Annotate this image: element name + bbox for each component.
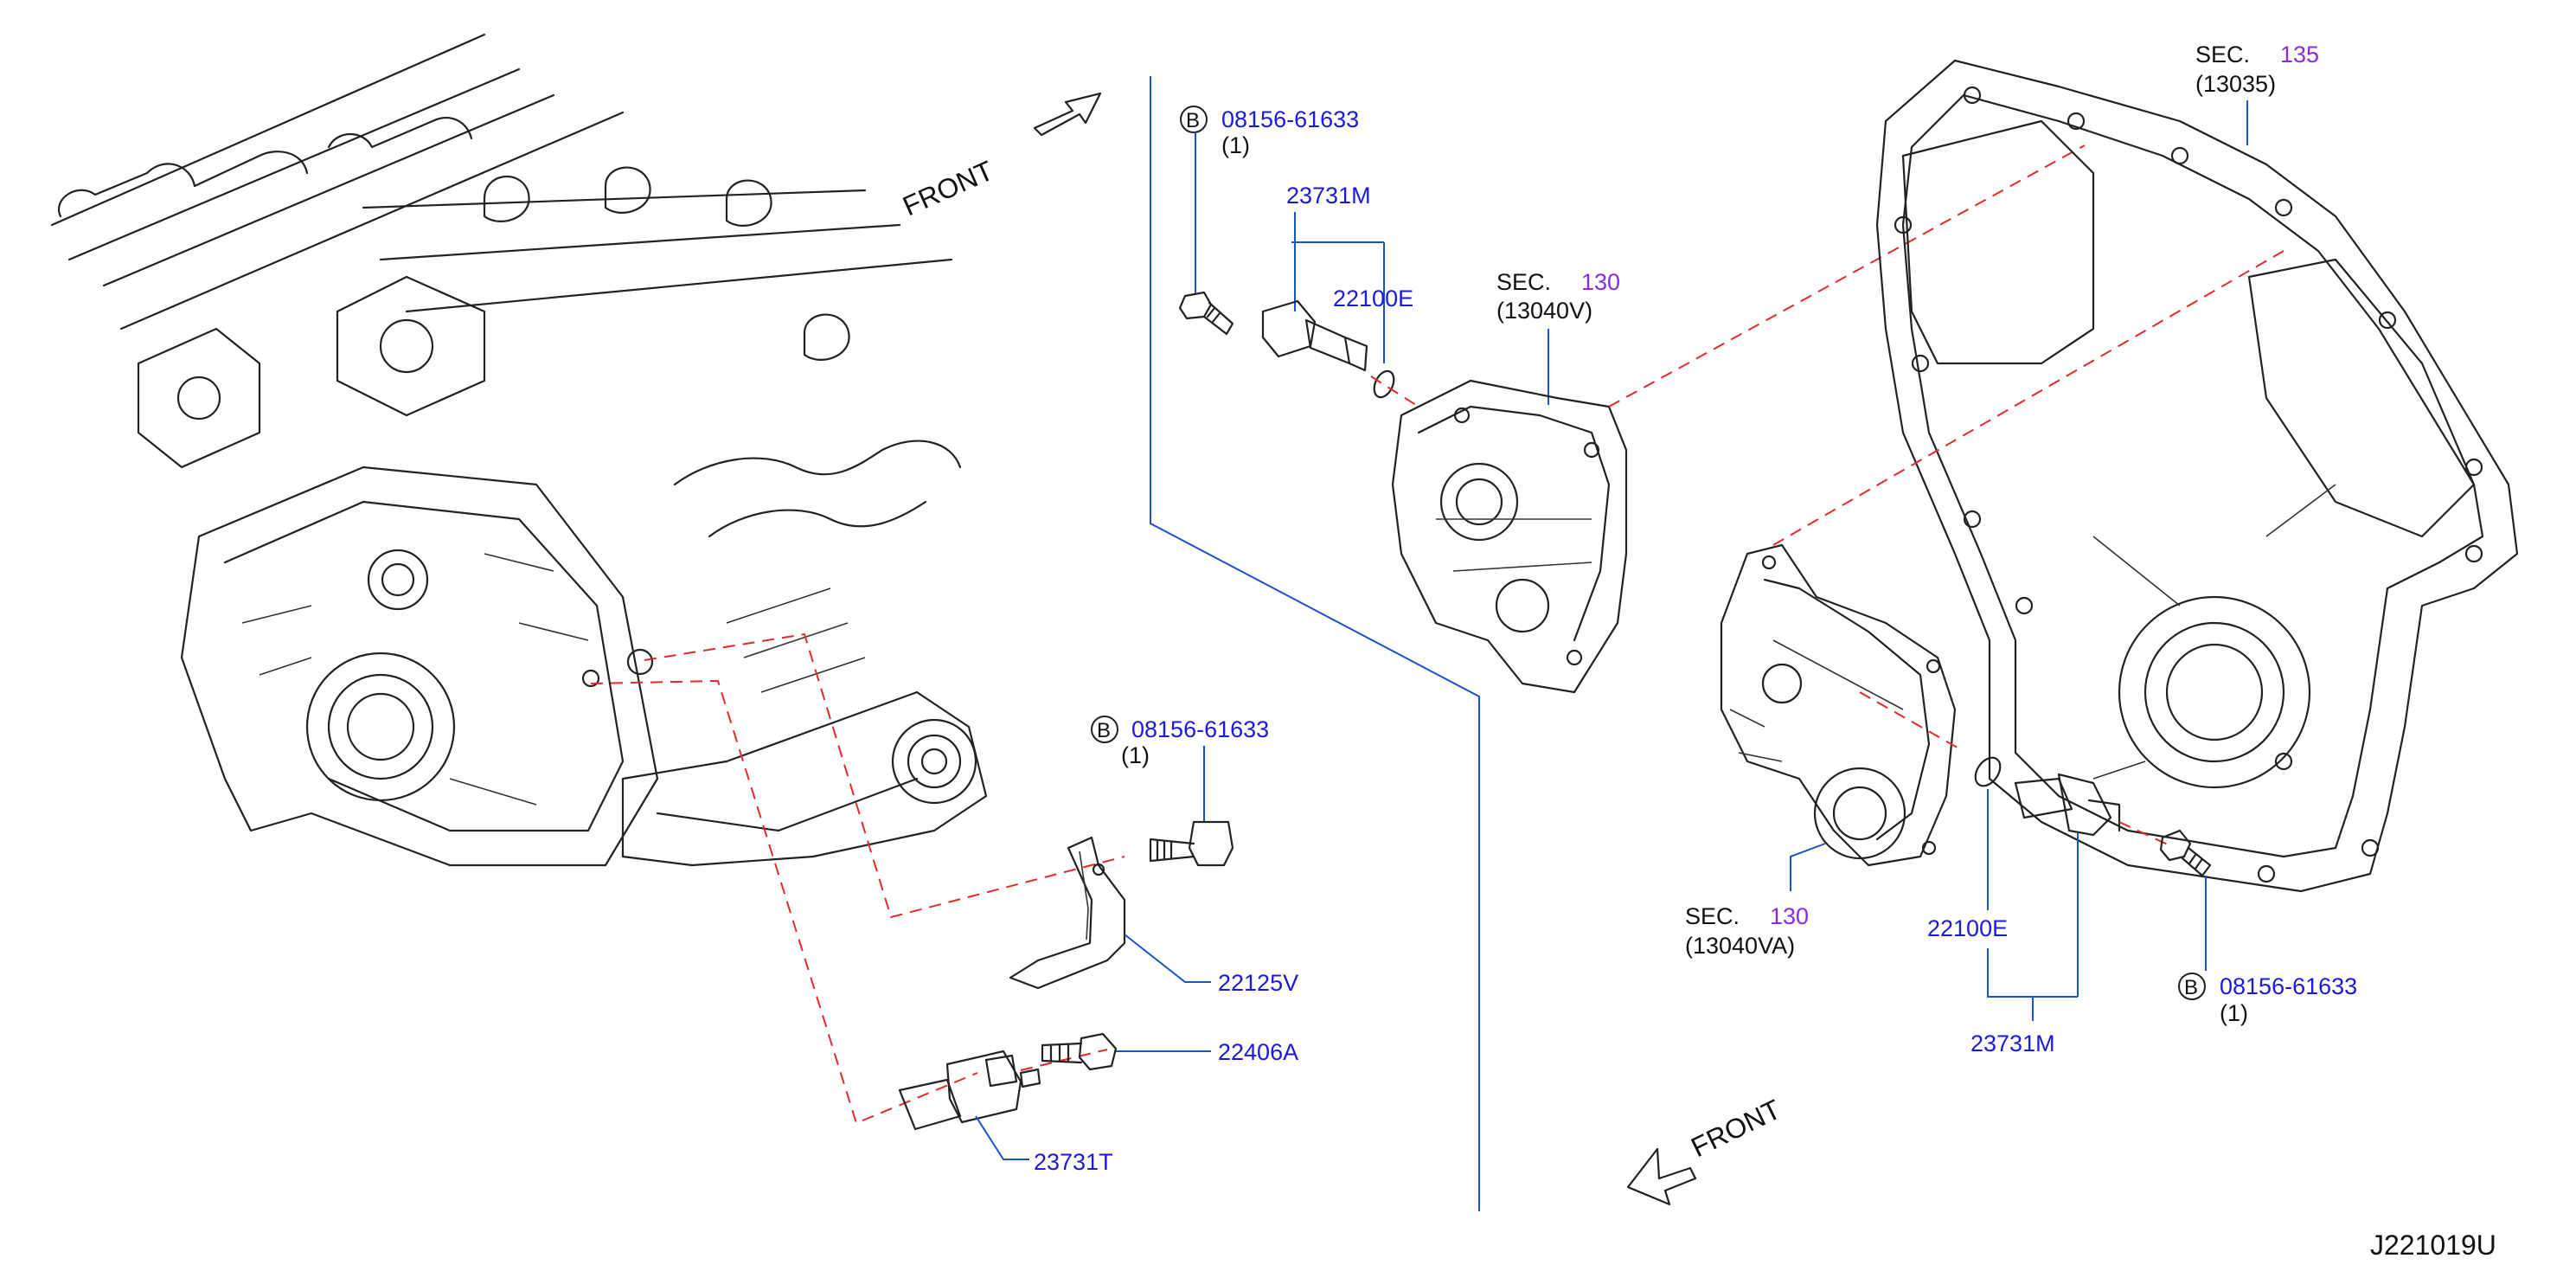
engine-block-drawing	[50, 33, 988, 867]
sec-code-13040va: (13040VA)	[1685, 933, 1795, 959]
sec-code-13035: (13035)	[2195, 71, 2276, 97]
front-label-lower: FRONT	[1686, 1094, 1785, 1164]
part-23731m-lower-label: 23731M	[1970, 1030, 2055, 1056]
front-arrow-top: FRONT	[898, 92, 1102, 222]
guide-pump-to-cover	[1608, 144, 2086, 408]
guide-sensor-t-lower	[1020, 1049, 1108, 1071]
bolt-ref-partno-top: 08156-61633	[1221, 106, 1359, 132]
bolt-ref-qty-top: (1)	[1221, 132, 1250, 158]
bolt-ref-partno-lower-right: 08156-61633	[2220, 973, 2357, 999]
guide-cover-to-pump-lower	[1772, 250, 2284, 546]
sec-num-135: 135	[2280, 42, 2319, 67]
sec-label-130-va: SEC.	[1685, 903, 1740, 929]
sec-label-135: SEC.	[2195, 42, 2250, 67]
sensor-23731t: 23731T	[898, 1050, 1113, 1175]
bracket-22125v: 22125V	[1009, 836, 1298, 996]
bolt-ref-letter-lower-right: B	[2184, 976, 2198, 999]
part-23731t-label: 23731T	[1034, 1149, 1113, 1175]
guide-lower-right-oring	[1859, 691, 1964, 752]
sec130-13040v: SEC. 130 (13040V)	[1391, 269, 1628, 694]
part-22406a-label: 22406A	[1218, 1039, 1298, 1065]
sensor-23731m-top: 23731M 22100E	[1261, 183, 1413, 399]
bolt-22406a: 22406A	[1041, 1032, 1298, 1071]
diagram-id: J221019U	[2370, 1229, 2496, 1261]
part-22100e-lower-label: 22100E	[1927, 915, 2008, 941]
sec-code-13040v: (13040V)	[1496, 298, 1592, 324]
sec-num-130-va: 130	[1770, 903, 1809, 929]
front-label-top: FRONT	[898, 155, 997, 222]
bolt-bracket: B 08156-61633 (1)	[1091, 716, 1269, 867]
sensor-23731m-lower: 22100E 23731M	[1927, 756, 2121, 1056]
guide-bracket	[644, 632, 1125, 919]
part-22100e-top-label: 22100E	[1333, 286, 1413, 311]
guide-top-sensor	[1370, 376, 1419, 408]
part-23731m-top-label: 23731M	[1286, 183, 1371, 209]
bolt-ref-letter-lower-left: B	[1097, 719, 1111, 742]
bolt-ref-qty-lower-right: (1)	[2220, 1000, 2248, 1026]
bolt-ref-letter-top: B	[1186, 109, 1200, 132]
sec-label-130-v: SEC.	[1496, 269, 1551, 295]
sec130-13040va: SEC. 130 (13040VA)	[1685, 543, 1957, 959]
bolt-ref-partno-lower-left: 08156-61633	[1131, 716, 1269, 742]
bolt-ref-top: B 08156-61633 (1)	[1178, 106, 1359, 336]
front-arrow-lower: FRONT	[1626, 1094, 1785, 1206]
timing-cover-13035	[1875, 59, 2519, 893]
divider-line	[1150, 76, 1480, 1211]
sec135-label: SEC. 135 (13035)	[2195, 42, 2319, 145]
sec-num-130-v: 130	[1581, 269, 1620, 295]
bolt-ref-qty-lower-left: (1)	[1121, 742, 1150, 768]
part-22125v-label: 22125V	[1218, 970, 1298, 996]
guide-sensor-t	[590, 679, 978, 1125]
bolt-ref-lower-right: B 08156-61633 (1)	[2159, 829, 2357, 1026]
